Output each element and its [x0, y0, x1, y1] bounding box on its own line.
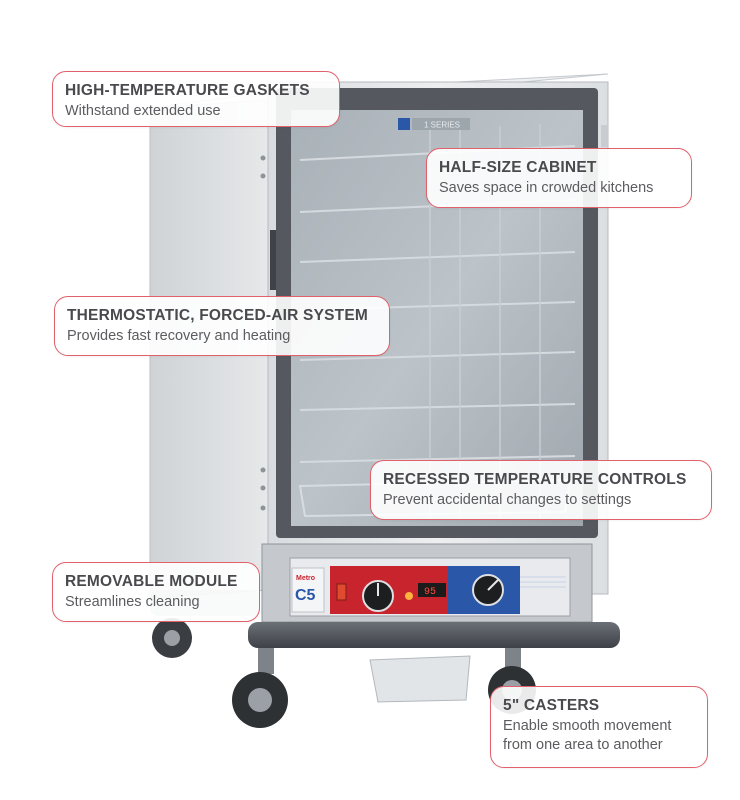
callout-module: REMOVABLE MODULE Streamlines cleaning — [52, 562, 260, 622]
side-rivets — [260, 155, 266, 511]
callout-gaskets-desc: Withstand extended use — [65, 103, 221, 119]
callout-module-title: REMOVABLE MODULE — [65, 573, 238, 590]
door-badge-text: 1 SERIES — [424, 121, 460, 130]
brand-plate-text: C5 — [295, 587, 316, 604]
callout-airflow-desc: Provides fast recovery and heating — [67, 328, 291, 344]
door-badge — [412, 118, 470, 130]
callout-airflow-title: THERMOSTATIC, FORCED-AIR SYSTEM — [67, 307, 368, 324]
callout-casters-desc-line2: from one area to another — [503, 737, 663, 753]
callout-controls: RECESSED TEMPERATURE CONTROLS Prevent ac… — [370, 460, 712, 520]
callout-controls-desc: Prevent accidental changes to settings — [383, 492, 632, 508]
callout-casters-title: 5" CASTERS — [503, 697, 600, 714]
door-handle — [270, 230, 276, 290]
temperature-display — [418, 583, 446, 597]
caster-back-left — [152, 618, 192, 658]
callout-airflow: THERMOSTATIC, FORCED-AIR SYSTEM Provides… — [54, 296, 390, 356]
drip-pan — [369, 655, 471, 703]
callout-gaskets-title: HIGH-TEMPERATURE GASKETS — [65, 82, 310, 99]
bottom-bumper — [248, 622, 620, 648]
temperature-display-value: 95 — [424, 587, 436, 598]
callout-casters-desc-line1: Enable smooth movement — [503, 718, 672, 734]
callout-cabinet-desc: Saves space in crowded kitchens — [439, 180, 654, 196]
callout-module-desc: Streamlines cleaning — [65, 594, 200, 610]
door-badge-logo — [398, 118, 410, 130]
door-latch — [601, 125, 607, 147]
callout-casters: 5" CASTERS Enable smooth movement from o… — [490, 686, 708, 768]
callout-cabinet-title: HALF-SIZE CABINET — [439, 159, 597, 176]
callout-gaskets: HIGH-TEMPERATURE GASKETS Withstand exten… — [52, 71, 340, 127]
brand-plate — [291, 567, 325, 613]
callout-cabinet: HALF-SIZE CABINET Saves space in crowded… — [426, 148, 692, 208]
control-blue-stripes — [520, 576, 566, 588]
callout-controls-title: RECESSED TEMPERATURE CONTROLS — [383, 471, 687, 488]
brand-plate-small: Metro — [296, 575, 315, 582]
indicator-light — [405, 592, 413, 600]
caster-front-left — [232, 648, 288, 728]
power-switch — [336, 583, 347, 601]
